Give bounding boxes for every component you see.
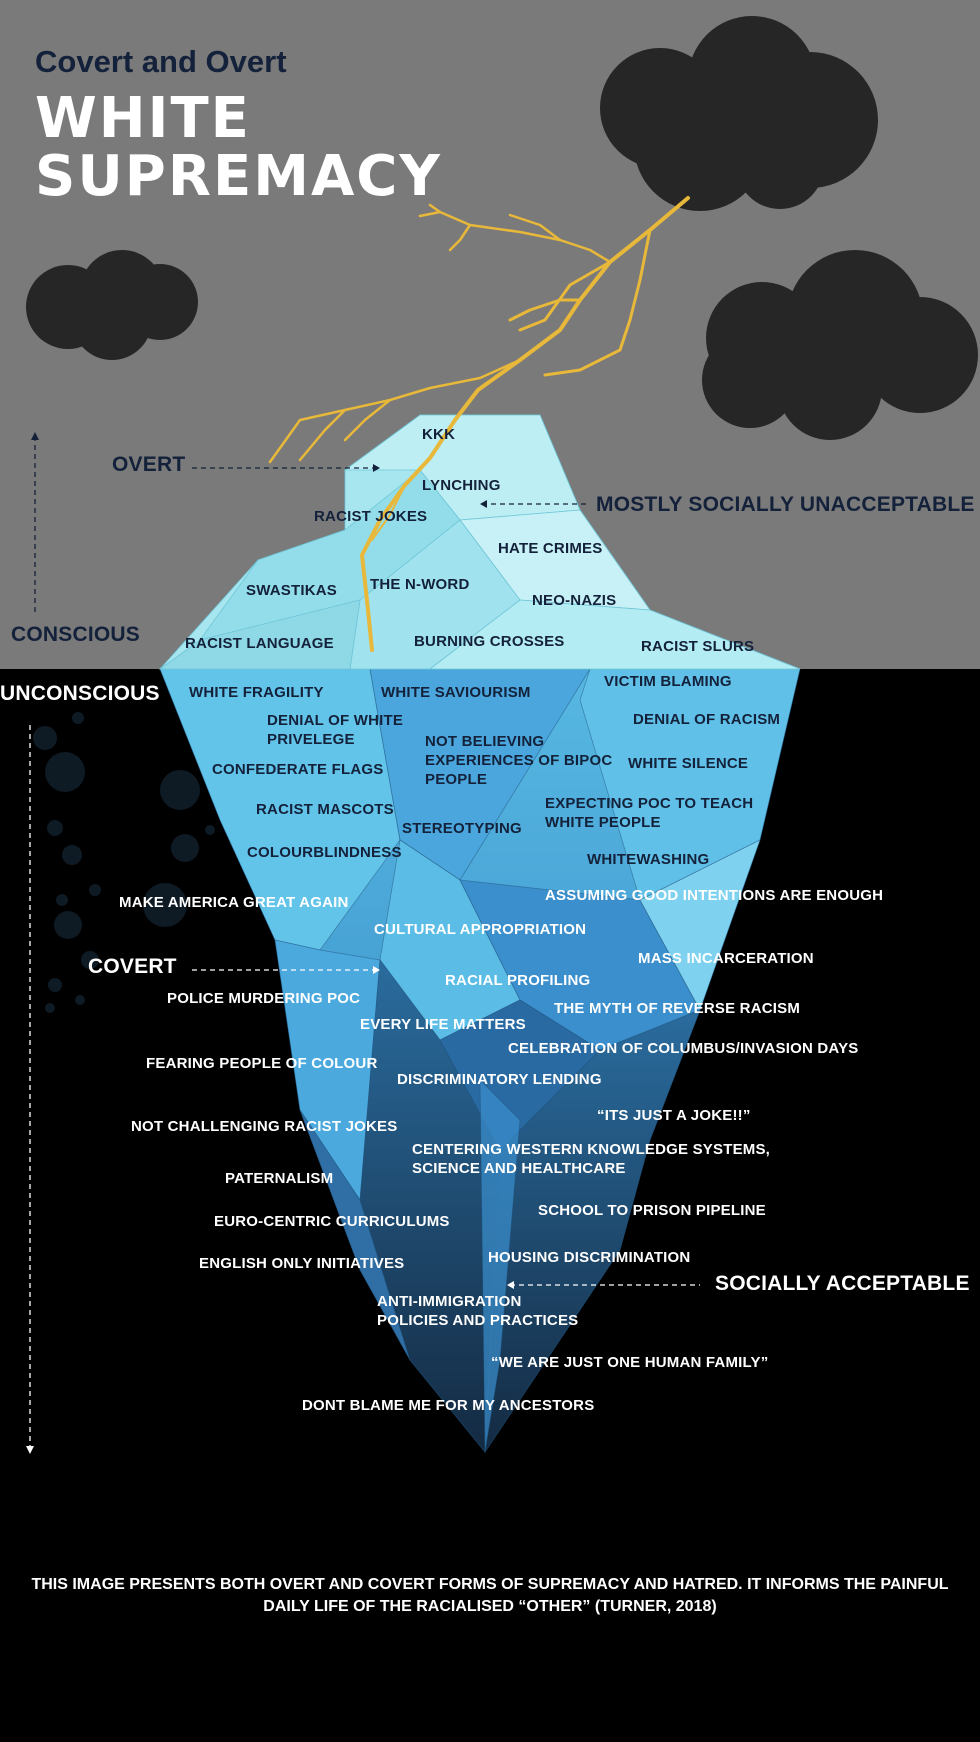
lightning-icon bbox=[268, 196, 690, 652]
iceberg-item: WHITE SAVIOURISM bbox=[381, 684, 531, 701]
iceberg-item: HOUSING DISCRIMINATION bbox=[488, 1249, 691, 1266]
iceberg-item: RACIST SLURS bbox=[641, 638, 755, 655]
cloud-icon bbox=[26, 250, 198, 360]
iceberg-item: WHITE FRAGILITY bbox=[189, 684, 324, 701]
iceberg-item: ANTI-IMMIGRATION POLICIES AND PRACTICES bbox=[377, 1293, 579, 1329]
iceberg-item: DISCRIMINATORY LENDING bbox=[397, 1071, 602, 1088]
iceberg-item: RACIST MASCOTS bbox=[256, 801, 394, 818]
iceberg-item: DENIAL OF RACISM bbox=[633, 711, 781, 728]
page-title: WHITE SUPREMACY bbox=[35, 86, 442, 209]
bubbles bbox=[33, 712, 215, 1013]
iceberg-item: CELEBRATION OF COLUMBUS/INVASION DAYS bbox=[508, 1040, 859, 1057]
iceberg-item: EVERY LIFE MATTERS bbox=[360, 1016, 526, 1033]
iceberg-item: NOT BELIEVING EXPERIENCES OF BIPOC PEOPL… bbox=[425, 733, 613, 788]
iceberg-item: ASSUMING GOOD INTENTIONS ARE ENOUGH bbox=[545, 887, 884, 904]
iceberg-item: EXPECTING POC TO TEACH WHITE PEOPLE bbox=[545, 795, 754, 831]
iceberg-item: NOT CHALLENGING RACIST JOKES bbox=[131, 1118, 398, 1135]
iceberg-item: VICTIM BLAMING bbox=[604, 673, 732, 690]
iceberg-item: CONFEDERATE FLAGS bbox=[212, 761, 384, 778]
iceberg-tip bbox=[158, 414, 801, 670]
footer-caption: THIS IMAGE PRESENTS BOTH OVERT AND COVER… bbox=[31, 1576, 949, 1615]
iceberg-item: “ITS JUST A JOKE!!” bbox=[597, 1107, 751, 1124]
iceberg-item: LYNCHING bbox=[422, 477, 501, 494]
iceberg-item: STEREOTYPING bbox=[402, 820, 522, 837]
cloud-icon bbox=[600, 16, 878, 211]
iceberg-item: FEARING PEOPLE OF COLOUR bbox=[146, 1055, 378, 1072]
iceberg-item: WHITE SILENCE bbox=[628, 755, 749, 772]
iceberg-item: RACIST JOKES bbox=[314, 508, 428, 525]
overt-label: OVERT bbox=[112, 453, 186, 476]
iceberg-item: RACIST LANGUAGE bbox=[185, 635, 334, 652]
iceberg-item: DENIAL OF WHITE PRIVELEGE bbox=[267, 712, 404, 748]
pointer-lines bbox=[29, 438, 700, 1448]
unconscious-label: UNCONSCIOUS bbox=[0, 682, 160, 705]
iceberg-item: HATE CRIMES bbox=[498, 540, 603, 557]
iceberg-item: SWASTIKAS bbox=[246, 582, 337, 599]
iceberg-item: CENTERING WESTERN KNOWLEDGE SYSTEMS, SCI… bbox=[412, 1141, 771, 1177]
covert-label: COVERT bbox=[88, 955, 177, 978]
arrowheads bbox=[26, 432, 514, 1454]
iceberg-item: WHITEWASHING bbox=[587, 851, 710, 868]
iceberg-item: “WE ARE JUST ONE HUMAN FAMILY” bbox=[491, 1354, 769, 1371]
mostly-unacceptable-label: MOSTLY SOCIALLY UNACCEPTABLE bbox=[596, 493, 975, 516]
iceberg-item: POLICE MURDERING POC bbox=[167, 990, 361, 1007]
iceberg-item: CULTURAL APPROPRIATION bbox=[374, 921, 587, 938]
conscious-label: CONSCIOUS bbox=[11, 623, 140, 646]
iceberg-item: SCHOOL TO PRISON PIPELINE bbox=[538, 1202, 766, 1219]
iceberg-item: MASS INCARCERATION bbox=[638, 950, 814, 967]
iceberg-item: NEO-NAZIS bbox=[532, 592, 617, 609]
subtitle: Covert and Overt bbox=[35, 44, 287, 79]
cloud-icon bbox=[702, 250, 978, 440]
iceberg-item: THE MYTH OF REVERSE RACISM bbox=[554, 1000, 801, 1017]
iceberg-item: MAKE AMERICA GREAT AGAIN bbox=[119, 894, 349, 911]
iceberg-item: ENGLISH ONLY INITIATIVES bbox=[199, 1255, 405, 1272]
iceberg-item: PATERNALISM bbox=[225, 1170, 334, 1187]
iceberg-item: DONT BLAME ME FOR MY ANCESTORS bbox=[302, 1397, 595, 1414]
iceberg-item: THE N-WORD bbox=[370, 576, 470, 593]
iceberg-item: EURO-CENTRIC CURRICULUMS bbox=[214, 1213, 450, 1230]
iceberg-item: RACIAL PROFILING bbox=[445, 972, 591, 989]
iceberg-item: BURNING CROSSES bbox=[414, 633, 565, 650]
iceberg-underwater bbox=[159, 668, 801, 1454]
iceberg-item: KKK bbox=[422, 426, 456, 443]
socially-acceptable-label: SOCIALLY ACCEPTABLE bbox=[715, 1272, 970, 1295]
iceberg-item: COLOURBLINDNESS bbox=[247, 844, 402, 861]
